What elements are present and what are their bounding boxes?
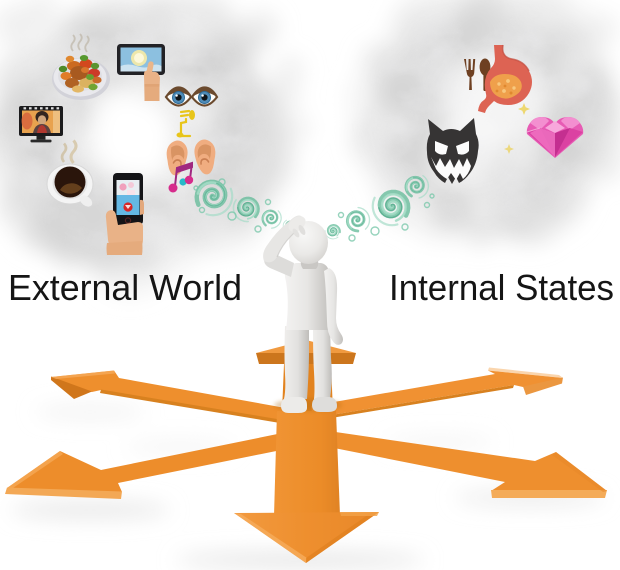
- svg-text:Internal States: Internal States: [389, 267, 614, 308]
- svg-text:External World: External World: [8, 267, 242, 308]
